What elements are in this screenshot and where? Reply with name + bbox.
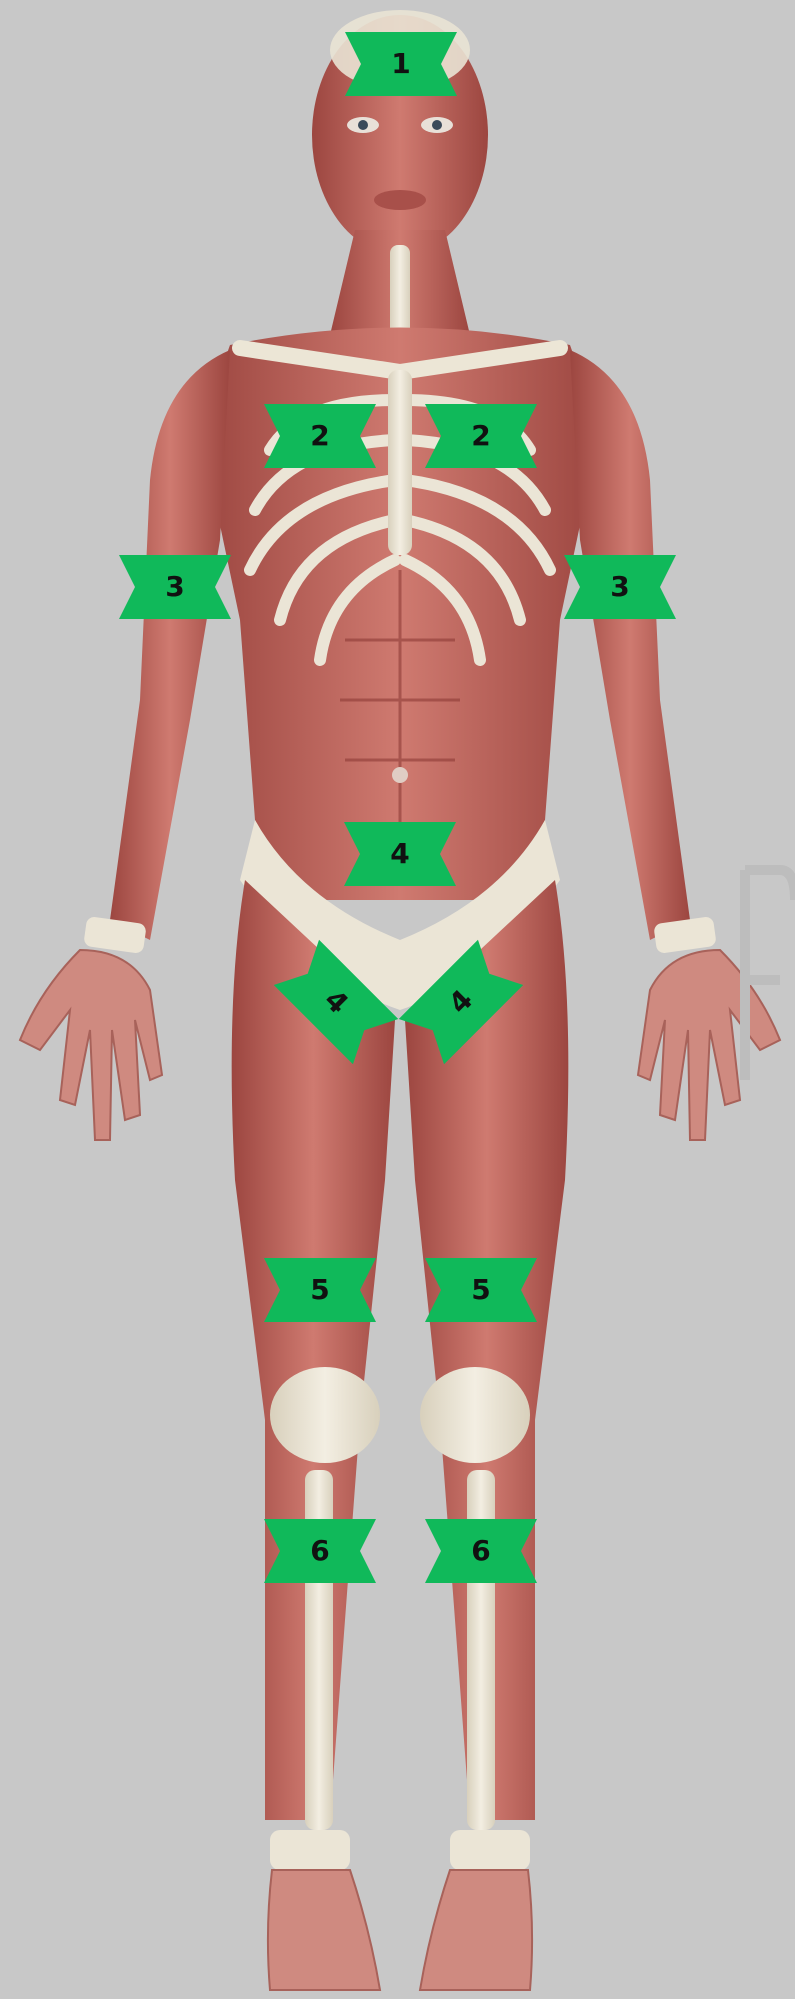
hand-right: [20, 950, 162, 1140]
marker-thigh-right[interactable]: 5: [264, 1254, 376, 1326]
sternum: [388, 370, 412, 555]
marker-thigh-left[interactable]: 5: [425, 1254, 537, 1326]
marker-label: 1: [345, 28, 457, 100]
marker-shin-right[interactable]: 6: [264, 1515, 376, 1587]
knee-right: [270, 1367, 380, 1463]
marker-label: 5: [425, 1254, 537, 1326]
foot-right: [268, 1870, 380, 1990]
marker-chest-left[interactable]: 2: [425, 400, 537, 472]
marker-arm-left[interactable]: 3: [564, 551, 676, 623]
watermark-logo: [705, 860, 795, 1090]
marker-arm-right[interactable]: 3: [119, 551, 231, 623]
marker-label: 5: [264, 1254, 376, 1326]
marker-label: 4: [344, 818, 456, 890]
marker-label: 3: [564, 551, 676, 623]
marker-head[interactable]: 1: [345, 28, 457, 100]
marker-shin-left[interactable]: 6: [425, 1515, 537, 1587]
marker-chest-right[interactable]: 2: [264, 400, 376, 472]
mouth: [374, 190, 426, 210]
marker-label: 6: [425, 1515, 537, 1587]
marker-label: 3: [119, 551, 231, 623]
arm-left-shape: [570, 350, 690, 940]
arm-right-shape: [110, 350, 230, 940]
ankle-right: [270, 1830, 350, 1870]
navel: [392, 767, 408, 783]
marker-label: 2: [425, 400, 537, 472]
marker-label: 2: [264, 400, 376, 472]
knee-left: [420, 1367, 530, 1463]
marker-label: 6: [264, 1515, 376, 1587]
foot-left: [420, 1870, 532, 1990]
marker-abdomen[interactable]: 4: [344, 818, 456, 890]
ankle-left: [450, 1830, 530, 1870]
